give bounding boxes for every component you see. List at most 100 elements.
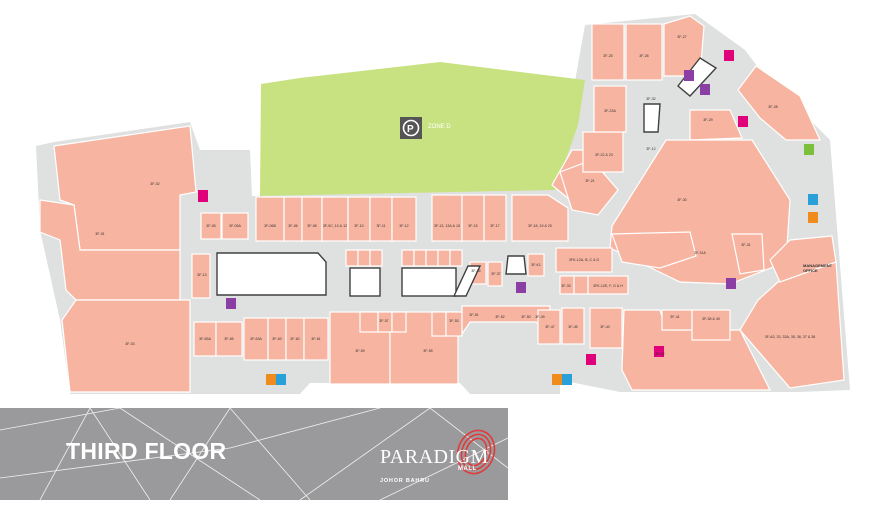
shop-unit[interactable] [345,249,359,267]
shop-unit[interactable] [391,196,417,242]
toilet-icon[interactable] [562,374,572,385]
shop-unit[interactable] [589,307,623,349]
shop-unit[interactable] [369,249,383,267]
toilet-icon[interactable] [586,354,596,365]
toilet-icon[interactable] [808,194,818,205]
shop-unit[interactable] [461,305,551,336]
shop-unit[interactable] [555,247,613,273]
unit-label: 3F-05A [229,224,241,228]
management-office-label: MANAGEMENT [803,263,833,268]
logo-sub: MALL [458,466,477,472]
parking-icon-letter: P [407,124,414,135]
shop-unit[interactable] [215,321,243,357]
shop-unit[interactable] [461,194,485,242]
shop-unit[interactable] [283,196,303,242]
shop-unit[interactable] [255,196,285,242]
surau-icon[interactable] [516,282,526,293]
lift-icon[interactable] [266,374,276,385]
shop-unit[interactable] [587,275,629,295]
shop-unit[interactable] [321,196,349,242]
unit-label: 3F-61 [311,337,320,341]
shop-unit[interactable] [437,249,451,267]
shop-unit[interactable] [200,212,222,240]
unit-label: 3F-49 [535,315,544,319]
surau-icon[interactable] [726,278,736,289]
shop-unit[interactable] [369,196,393,242]
unit-label: 3FK-12A, B, C & D [569,258,600,262]
atrium-void [401,267,457,297]
lift-icon[interactable] [808,212,818,223]
shop-unit[interactable] [431,311,447,337]
unit-label: 3F-33 [561,284,570,288]
surau-icon[interactable] [684,70,694,81]
unit-label: 3F-12 [399,224,408,228]
unit-label: 3F-23A [604,109,616,113]
unit-label: 3F-17 [490,224,499,228]
unit-label: 3F-55 [423,349,432,353]
shop-unit[interactable] [582,131,624,173]
unit-label: 3F-29 [703,118,712,122]
shop-unit[interactable] [621,309,771,391]
surau-icon[interactable] [700,84,710,95]
shop-unit[interactable] [425,249,439,267]
shop-unit[interactable] [769,235,837,283]
shop-unit[interactable] [487,261,503,287]
shop-unit[interactable] [625,23,663,81]
logo-swirl-icon [456,429,496,475]
shop-unit[interactable] [573,275,589,295]
shop-unit[interactable] [191,253,211,299]
shop-unit[interactable] [591,23,625,81]
shop-unit[interactable] [445,311,463,337]
toilet-icon[interactable] [724,50,734,61]
toilet-icon[interactable] [738,116,748,127]
shop-unit[interactable] [357,249,371,267]
shop-unit[interactable] [527,253,545,277]
shop-unit[interactable] [221,212,249,240]
toilet-icon[interactable] [276,374,286,385]
shop-unit[interactable] [347,196,371,242]
unit-label: 3F-63 [272,337,281,341]
shop-unit[interactable] [611,231,697,269]
shop-unit[interactable] [561,307,585,345]
unit-label: 3F-37 [491,272,500,276]
unit-label: 3F-08 [307,224,316,228]
unit-label: 3F-18, 19 & 20 [528,224,552,228]
floor-banner: THIRD FLOOR PARADIGM MALL JOHOR BAHRU [0,408,508,500]
shop-unit[interactable] [391,311,407,333]
unit-label: 3F-65A [199,337,211,341]
shop-unit[interactable] [483,194,507,242]
unit-label: 3F-01 [95,232,104,236]
unit-label: 3F-03 [125,342,134,346]
shop-unit[interactable] [301,196,323,242]
parking-zone[interactable] [260,62,585,196]
unit-label: 3F-65 [224,337,233,341]
shop-unit[interactable] [303,317,329,361]
lift-icon[interactable] [552,374,562,385]
floor-title: THIRD FLOOR [66,438,227,464]
logo-name: PARADIGM [380,446,489,468]
shop-unit[interactable] [449,249,463,267]
shop-unit[interactable] [691,309,731,341]
shop-unit[interactable] [511,194,569,242]
atrium-void [643,103,661,133]
toilet-icon[interactable] [654,346,664,357]
shop-unit[interactable] [61,299,191,393]
unit-label: 3F-53 [449,319,458,323]
exit-icon[interactable] [804,144,814,155]
shop-unit[interactable] [401,249,415,267]
shop-unit[interactable] [537,309,561,345]
atrium-void [505,255,527,275]
shop-unit[interactable] [689,109,743,141]
shop-unit[interactable] [431,194,463,242]
shop-unit[interactable] [737,65,821,141]
shop-unit[interactable] [663,15,705,77]
shop-unit[interactable] [413,249,427,267]
shop-unit[interactable] [661,309,693,331]
unit-label: 3F-41 [670,315,679,319]
shop-unit[interactable] [243,317,269,361]
shop-unit[interactable] [593,85,627,133]
toilet-icon[interactable] [198,190,208,202]
shop-unit[interactable] [359,311,379,333]
surau-icon[interactable] [226,298,236,309]
shop-unit[interactable] [731,233,765,275]
